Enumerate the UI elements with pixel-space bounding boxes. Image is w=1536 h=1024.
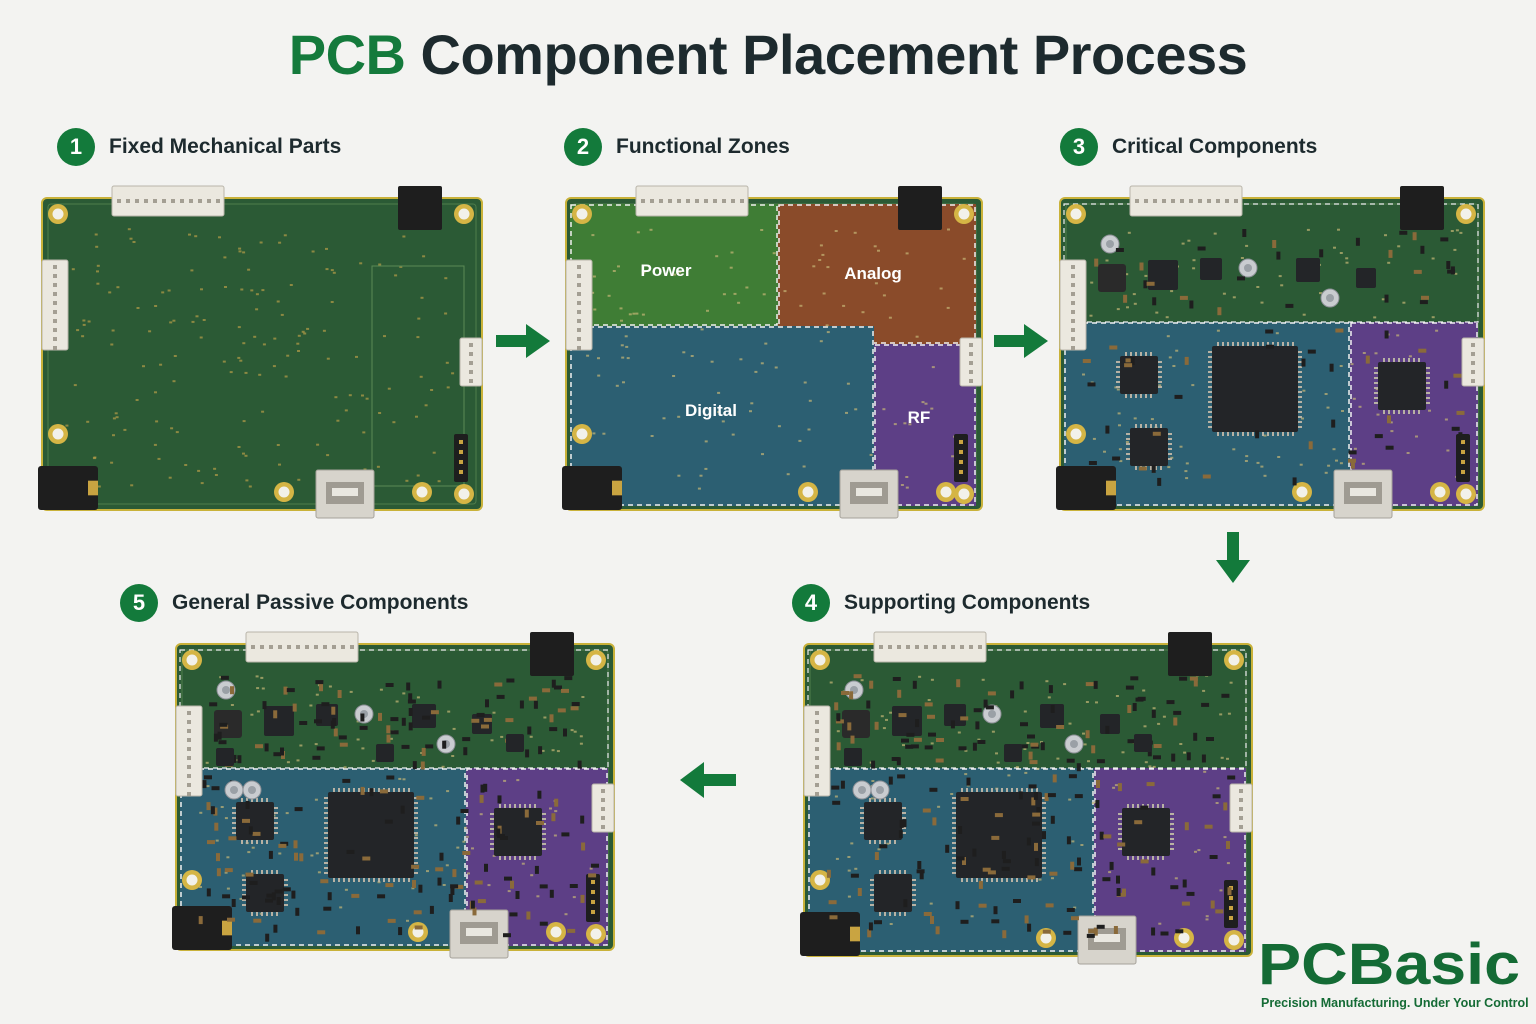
arrow-right-icon — [496, 324, 550, 358]
pin-header-connector — [111, 185, 225, 217]
pcbasic-logo: PCBasic — [1258, 938, 1520, 990]
ic-chip — [1296, 258, 1320, 282]
ic-chip — [844, 748, 862, 766]
ic-chip — [1040, 704, 1064, 728]
dc-jack-connector — [562, 466, 622, 510]
step-3-label: 3 Critical Components — [1060, 128, 1317, 166]
step-2-number: 2 — [564, 128, 602, 166]
ic-chip — [956, 792, 1042, 878]
pin-header-connector — [1129, 185, 1243, 217]
ic-chip — [506, 734, 524, 752]
step-5-label: 5 General Passive Components — [120, 584, 468, 622]
dc-jack-connector — [1056, 466, 1116, 510]
power-jack-connector — [1168, 632, 1212, 676]
ic-chip — [1200, 258, 1222, 280]
step-5-text: General Passive Components — [172, 591, 469, 614]
power-inductor — [842, 710, 870, 738]
page-title: PCB Component Placement Process — [0, 22, 1536, 87]
ic-chip — [1378, 362, 1426, 410]
board-step-2: Power Analog Digital RF — [562, 185, 983, 519]
brand-tagline: Precision Manufacturing. Under Your Cont… — [1261, 996, 1529, 1010]
logo-text: PCBasic — [1258, 938, 1520, 990]
ic-chip — [1130, 428, 1168, 466]
board-step-1 — [38, 185, 483, 519]
step-1-label: 1 Fixed Mechanical Parts — [57, 128, 341, 166]
ic-chip — [1148, 260, 1178, 290]
board-step-5 — [172, 631, 615, 959]
arrow-left-icon — [680, 762, 736, 798]
step-4-number: 4 — [792, 584, 830, 622]
ic-chip — [216, 748, 234, 766]
arrow-right-icon — [994, 324, 1048, 358]
ic-chip — [1212, 346, 1298, 432]
step-4-text: Supporting Components — [844, 591, 1091, 614]
board-step-3 — [1056, 185, 1485, 519]
ic-chip — [1122, 808, 1170, 856]
pcb-substrate — [41, 197, 483, 511]
zone-analog — [778, 204, 976, 344]
ic-chip — [1100, 714, 1120, 734]
step-2-text: Functional Zones — [616, 135, 790, 158]
ic-chip — [376, 744, 394, 762]
pin-header-connector — [635, 185, 749, 217]
power-jack-connector — [1400, 186, 1444, 230]
step-5-number: 5 — [120, 584, 158, 622]
ic-chip — [472, 714, 492, 734]
ic-chip — [1356, 268, 1376, 288]
ic-chip — [874, 874, 912, 912]
ic-chip — [1134, 734, 1152, 752]
step-3-number: 3 — [1060, 128, 1098, 166]
ic-chip — [1004, 744, 1022, 762]
ic-chip — [236, 802, 274, 840]
zone-label-rf: RF — [908, 408, 931, 427]
board-step-4 — [800, 631, 1253, 965]
dc-jack-connector — [800, 912, 860, 956]
power-inductor — [1098, 264, 1126, 292]
dc-jack-connector — [38, 466, 98, 510]
zone-label-analog: Analog — [844, 264, 902, 283]
step-1-number: 1 — [57, 128, 95, 166]
power-inductor — [214, 710, 242, 738]
pin-header-connector — [873, 631, 987, 663]
ic-chip — [264, 706, 294, 736]
step-1-text: Fixed Mechanical Parts — [109, 135, 342, 158]
side-header-connector — [954, 434, 968, 482]
title-accent: PCB — [288, 23, 406, 86]
step-4-label: 4 Supporting Components — [792, 584, 1090, 622]
pin-header-connector — [245, 631, 359, 663]
power-jack-connector — [898, 186, 942, 230]
step-3-text: Critical Components — [1112, 135, 1318, 158]
zone-label-digital: Digital — [685, 401, 737, 420]
zone-power-analog-outline — [1063, 203, 1479, 323]
power-jack-connector — [530, 632, 574, 676]
zone-label-power: Power — [640, 261, 691, 280]
side-header-connector — [1456, 434, 1470, 482]
arrow-down-icon — [1216, 532, 1250, 583]
power-jack-connector — [398, 186, 442, 230]
step-2-label: 2 Functional Zones — [564, 128, 790, 166]
zone-power — [570, 204, 778, 326]
ic-chip — [944, 704, 966, 726]
ic-chip — [494, 808, 542, 856]
title-rest: Component Placement Process — [405, 23, 1248, 86]
side-header-connector — [454, 434, 468, 482]
zone-power-analog-outline — [179, 649, 609, 769]
ic-chip — [864, 802, 902, 840]
ic-chip — [328, 792, 414, 878]
side-header-connector — [586, 874, 600, 922]
